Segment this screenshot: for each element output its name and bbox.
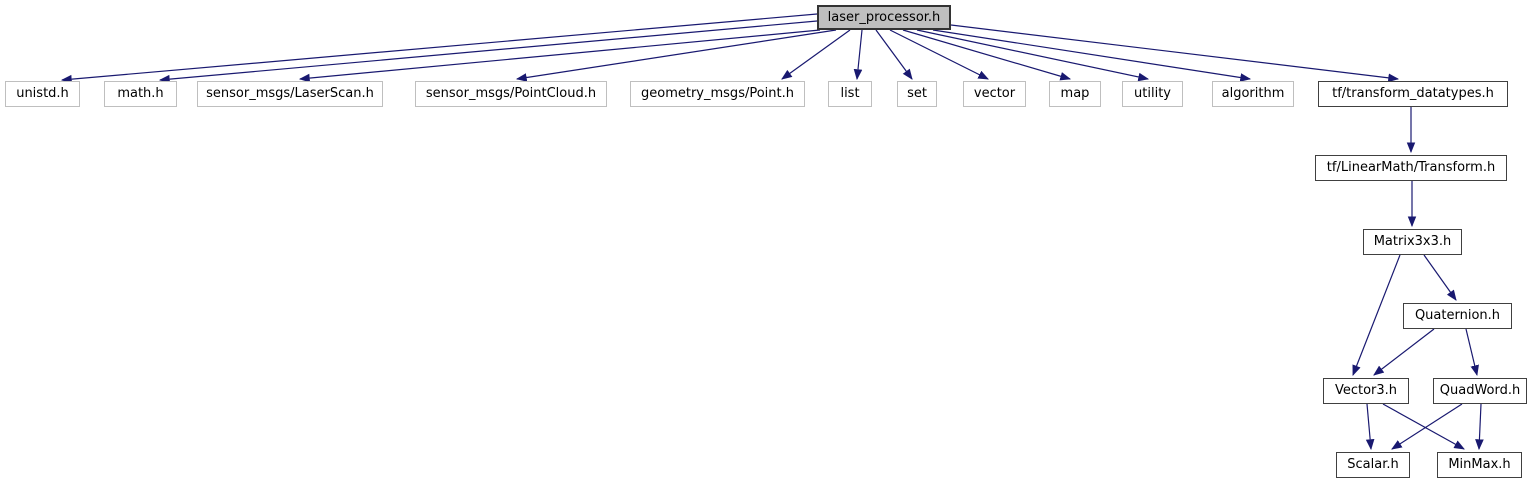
edge-quadword-scalar — [1391, 403, 1463, 450]
node-algorithm: algorithm — [1212, 81, 1294, 107]
edge-root-point — [781, 29, 851, 80]
edge-root-utility — [916, 29, 1150, 82]
node-minmax-h[interactable]: MinMax.h — [1437, 452, 1522, 478]
node-sensor-msgs-laserscan-h: sensor_msgs/LaserScan.h — [197, 81, 383, 107]
edge-vector3-minmax — [1382, 403, 1465, 450]
node-map: map — [1049, 81, 1101, 107]
node-list: list — [828, 81, 872, 107]
edge-root-algorithm — [932, 29, 1252, 82]
edges — [60, 13, 1484, 451]
edge-quaternion-vector3 — [1373, 328, 1435, 376]
node-quaternion-h[interactable]: Quaternion.h — [1403, 303, 1512, 329]
node-tf-linearmath-transform-h[interactable]: tf/LinearMath/Transform.h — [1315, 155, 1507, 181]
node-sensor-msgs-pointcloud-h: sensor_msgs/PointCloud.h — [415, 81, 607, 107]
node-vector: vector — [963, 81, 1026, 107]
node-quadword-h[interactable]: QuadWord.h — [1433, 378, 1527, 404]
node-laser-processor-h: laser_processor.h — [817, 5, 951, 30]
edge-matrix3x3-vector3 — [1352, 254, 1401, 377]
edge-root-pointcloud — [515, 29, 837, 82]
node-vector3-h[interactable]: Vector3.h — [1323, 378, 1409, 404]
node-matrix3x3-h[interactable]: Matrix3x3.h — [1363, 229, 1462, 255]
edge-root-math — [158, 20, 818, 84]
edge-vector3-scalar — [1365, 403, 1375, 451]
edge-root-vector — [889, 29, 989, 80]
edge-root-unistd — [60, 13, 818, 84]
node-scalar-h[interactable]: Scalar.h — [1336, 452, 1410, 478]
edge-root-map — [902, 29, 1072, 81]
edge-root-list — [853, 29, 863, 81]
node-math-h: math.h — [104, 81, 177, 107]
edge-matrix3x3-quaternion — [1423, 254, 1457, 301]
edge-root-laserscan — [298, 29, 821, 83]
node-set: set — [897, 81, 937, 107]
edge-quaternion-quadword — [1465, 328, 1479, 377]
node-geometry-msgs-point-h: geometry_msgs/Point.h — [630, 81, 805, 107]
edge-root-tfdatatypes — [950, 24, 1400, 83]
node-unistd-h: unistd.h — [5, 81, 80, 107]
node-utility: utility — [1122, 81, 1183, 107]
edge-root-set — [875, 29, 913, 80]
node-tf-transform-datatypes-h[interactable]: tf/transform_datatypes.h — [1318, 81, 1508, 107]
edge-quadword-minmax — [1475, 403, 1484, 451]
